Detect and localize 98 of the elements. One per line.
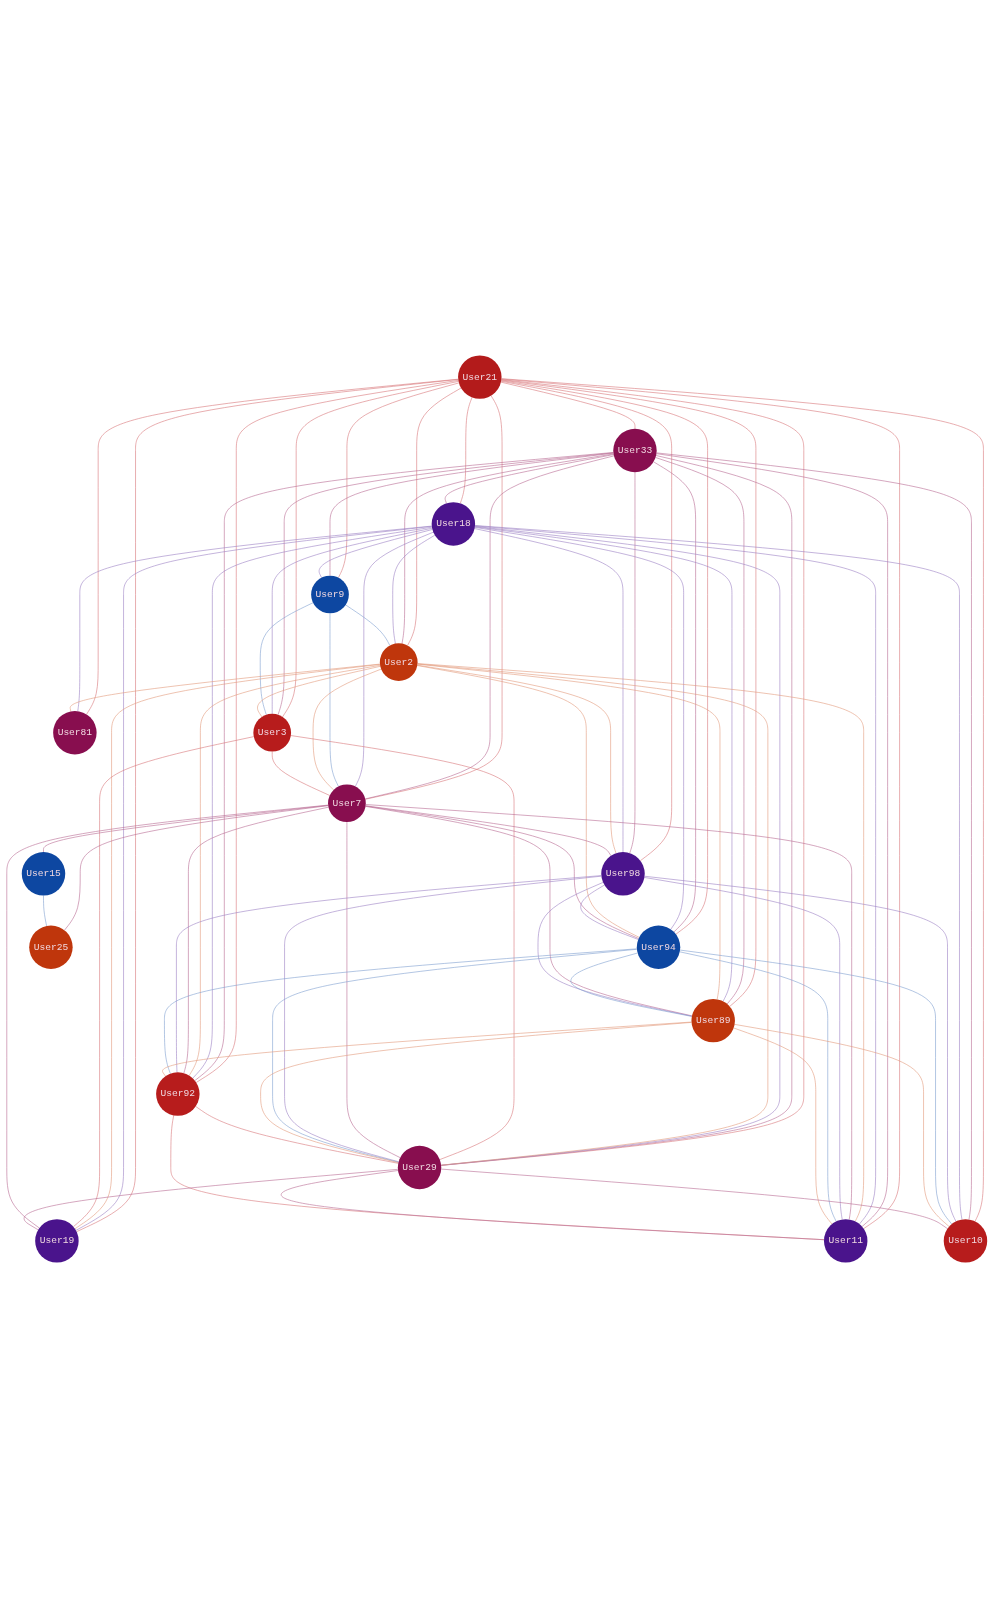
connector: [734, 1023, 950, 1227]
connector: [679, 951, 837, 1222]
node-circle: User2: [379, 642, 418, 681]
connector: [338, 382, 460, 578]
connector: [501, 379, 757, 1007]
connector: [355, 531, 434, 787]
connector: [277, 452, 614, 715]
connector: [501, 378, 900, 1229]
connector: [392, 534, 436, 644]
connector: [23, 1168, 399, 1230]
connector: [500, 379, 708, 934]
connector: [64, 804, 329, 930]
connector: [653, 461, 696, 932]
connector: [655, 456, 745, 1004]
connector: [73, 735, 255, 1227]
connector: [365, 804, 612, 856]
node-circle: User19: [35, 1218, 79, 1263]
connector: [500, 381, 636, 429]
connector: [474, 526, 733, 1002]
node-circle: User33: [613, 428, 657, 472]
connector: [417, 663, 721, 1000]
node-circle: User18: [431, 501, 476, 546]
connector: [290, 734, 515, 1160]
connector: [500, 380, 672, 861]
connector: [188, 664, 381, 1076]
connector: [440, 1168, 948, 1229]
connector: [364, 455, 615, 799]
connector: [346, 821, 401, 1158]
connector: [195, 379, 459, 1083]
node-circle: User7: [328, 783, 366, 822]
connector: [164, 948, 638, 1074]
connector: [6, 804, 329, 1228]
node-circle: User94: [636, 925, 681, 969]
connector: [365, 394, 503, 800]
connector: [271, 527, 433, 714]
connector: [537, 881, 693, 1016]
node-circle: User15: [21, 851, 66, 896]
connector: [43, 894, 47, 926]
connector: [345, 604, 391, 646]
node-circle: User89: [691, 998, 735, 1042]
connector: [474, 526, 684, 930]
connector: [257, 665, 381, 717]
connector: [460, 396, 473, 504]
connector: [329, 612, 339, 787]
node-circle: User11: [824, 1218, 868, 1263]
connector: [365, 803, 852, 1220]
connector: [329, 452, 614, 576]
node-circle: User25: [29, 925, 73, 969]
connector: [176, 874, 602, 1073]
node-circle: User92: [156, 1071, 200, 1116]
connector: [77, 525, 433, 711]
connector: [416, 664, 640, 938]
connector: [417, 663, 769, 1165]
connector: [474, 524, 963, 1220]
node-circle: User21: [458, 354, 502, 399]
connector: [444, 453, 614, 504]
connector: [282, 380, 459, 717]
connector: [162, 1021, 692, 1076]
connector: [195, 1105, 399, 1164]
connector: [656, 452, 888, 1227]
connector: [281, 1169, 825, 1240]
connector: [272, 948, 638, 1162]
node-circle: User98: [601, 851, 645, 896]
connector: [192, 526, 433, 1078]
connector: [365, 805, 693, 1016]
connector: [318, 528, 433, 578]
connector: [259, 601, 314, 715]
connector: [194, 451, 614, 1081]
connector: [312, 668, 382, 790]
connector: [86, 378, 459, 715]
connector: [69, 663, 381, 712]
node-circle: User81: [53, 710, 97, 754]
connector: [733, 1027, 833, 1224]
connector: [644, 876, 843, 1220]
node-circle: User10: [943, 1218, 988, 1263]
connector: [76, 378, 459, 1232]
connector: [580, 884, 639, 940]
connector: [474, 527, 624, 852]
connector: [183, 806, 329, 1073]
node-circle: User9: [311, 575, 349, 613]
connector: [570, 952, 693, 1017]
connector: [271, 750, 331, 796]
node-circle: User29: [397, 1145, 442, 1189]
connector: [75, 525, 433, 1231]
connector: [679, 949, 953, 1224]
node-circle: User3: [253, 713, 292, 752]
connector: [284, 875, 602, 1162]
connector: [74, 663, 381, 1229]
connector: [474, 525, 876, 1224]
connector: [644, 875, 957, 1222]
connector: [365, 805, 639, 939]
connector: [260, 1021, 692, 1163]
connector: [401, 453, 614, 644]
connector: [407, 387, 462, 646]
connector: [501, 377, 984, 1222]
connector: [417, 662, 864, 1222]
connector: [656, 452, 972, 1220]
connector: [629, 471, 636, 853]
